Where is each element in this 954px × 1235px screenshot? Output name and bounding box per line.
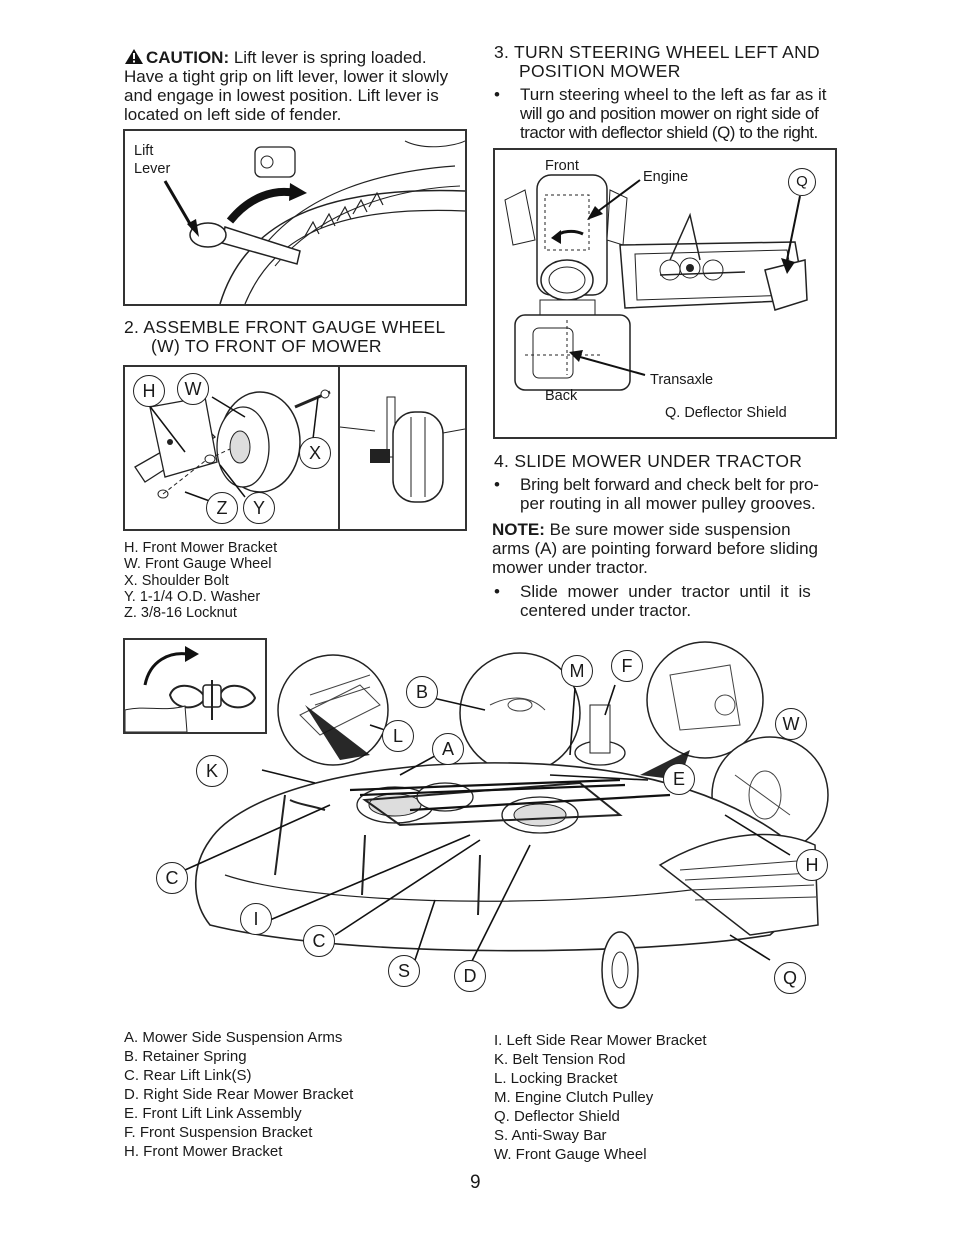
step-3-bullet-line: will go and position mower on right side…	[520, 104, 819, 123]
list-item: Z. 3/8-16 Locknut	[124, 605, 237, 622]
warning-triangle-icon	[125, 49, 143, 64]
callout-f: F	[611, 650, 643, 682]
back-label: Back	[545, 388, 578, 404]
callout-m: M	[561, 655, 593, 687]
retainer-spring-illustration	[124, 646, 257, 733]
step-2-title: 2. ASSEMBLE FRONT GAUGE WHEEL (W) TO FRO…	[124, 318, 469, 356]
callout-x: X	[299, 437, 331, 469]
callout-c: C	[156, 862, 188, 894]
callout-h: H	[796, 849, 828, 881]
step-2-title-line: 2. ASSEMBLE FRONT GAUGE WHEEL	[124, 317, 446, 337]
list-item: X. Shoulder Bolt	[124, 572, 229, 589]
step-4-bullet-line: Slide mower under tractor until it is	[520, 582, 811, 601]
caution-paragraph: CAUTION: Lift lever is spring loaded. Ha…	[124, 48, 469, 124]
step-4-title: 4. SLIDE MOWER UNDER TRACTOR	[494, 451, 803, 471]
caution-text-line: Lift lever is spring loaded.	[233, 48, 427, 67]
transaxle-label: Transaxle	[650, 372, 714, 388]
list-item: L. Locking Bracket	[494, 1070, 618, 1087]
step-4-bullet-line: per routing in all mower pulley grooves.	[520, 494, 816, 513]
step-3-title: 3. TURN STEERING WHEEL LEFT AND POSITION…	[494, 43, 839, 81]
mower-legend-right: I. Left Side Rear Mower Bracket K. Belt …	[494, 1031, 707, 1164]
callout-d: D	[454, 960, 486, 992]
bullet-dot: •	[494, 582, 500, 601]
callout-e: E	[663, 763, 695, 795]
callout-w: W	[775, 708, 807, 740]
caution-text-line: and engage in lowest position. Lift leve…	[124, 86, 439, 105]
list-item: H. Front Mower Bracket	[124, 540, 278, 556]
note-text-line: arms (A) are pointing forward before sli…	[492, 539, 818, 558]
gauge-parts-list: H. Front Mower Bracket W. Front Gauge Wh…	[124, 540, 277, 621]
step-4-bullet-line: Bring belt forward and check belt for pr…	[520, 475, 819, 494]
list-item: I. Left Side Rear Mower Bracket	[494, 1032, 707, 1049]
lift-label: Lift	[134, 143, 154, 159]
list-item: M. Engine Clutch Pulley	[494, 1089, 654, 1106]
front-label: Front	[545, 158, 579, 174]
list-item: A. Mower Side Suspension Arms	[124, 1029, 343, 1046]
gauge-wheel-figure: H W X Z Y	[123, 365, 467, 531]
list-item: E. Front Lift Link Assembly	[124, 1105, 302, 1122]
tractor-top-view-illustration	[504, 174, 808, 391]
callout-l: L	[382, 720, 414, 752]
step-4-note: NOTE: Be sure mower side suspension arms…	[492, 520, 837, 577]
note-text-line: mower under tractor.	[492, 558, 648, 577]
step-3-bullet-line: Turn steering wheel to the left as far a…	[520, 85, 827, 104]
callout-c: C	[303, 925, 335, 957]
list-item: D. Right Side Rear Mower Bracket	[124, 1086, 354, 1103]
bullet-dot: •	[494, 475, 500, 494]
retainer-spring-inset	[123, 638, 267, 734]
callout-q: Q	[788, 168, 816, 196]
list-item: W. Front Gauge Wheel	[494, 1146, 647, 1163]
callout-b: B	[406, 676, 438, 708]
note-label: NOTE:	[492, 520, 545, 539]
callout-i: I	[240, 903, 272, 935]
list-item: Q. Deflector Shield	[494, 1108, 620, 1125]
bullet-dot: •	[494, 85, 500, 104]
step-3-bullet: • Turn steering wheel to the left as far…	[494, 85, 839, 142]
lift-lever-illustration	[163, 140, 465, 304]
caution-label: CAUTION:	[146, 48, 230, 67]
list-item: F. Front Suspension Bracket	[124, 1124, 313, 1141]
list-item: B. Retainer Spring	[124, 1048, 247, 1065]
step-3-title-line: POSITION MOWER	[519, 61, 681, 81]
engine-label: Engine	[643, 169, 689, 185]
callout-h: H	[133, 375, 165, 407]
step-3-bullet-line: tractor with deflector shield (Q) to the…	[520, 123, 818, 142]
callout-y: Y	[243, 492, 275, 524]
callout-q: Q	[774, 962, 806, 994]
callout-z: Z	[206, 492, 238, 524]
step-4-bullet-1: • Bring belt forward and check belt for …	[494, 475, 839, 513]
tractor-position-figure: Front Engine Q Transaxle Back Q. Deflect…	[493, 148, 837, 439]
callout-w: W	[177, 373, 209, 405]
deflector-shield-label: Q. Deflector Shield	[665, 405, 787, 421]
callout-a: A	[432, 733, 464, 765]
page-number: 9	[470, 1172, 481, 1193]
mower-deck-assembly-illustration	[184, 641, 829, 1009]
list-item: H. Front Mower Bracket	[124, 1143, 283, 1160]
caution-text-line: Have a tight grip on lift lever, lower i…	[124, 67, 449, 86]
note-text-line: Be sure mower side suspension	[549, 520, 791, 539]
step-4-bullet-line: centered under tractor.	[520, 601, 692, 620]
step-2-title-line: (W) TO FRONT OF MOWER	[151, 336, 382, 356]
gauge-wheel-exploded-illustration	[134, 389, 465, 504]
list-item: S. Anti-Sway Bar	[494, 1127, 607, 1144]
gauge-wheel-divider	[338, 367, 340, 529]
mower-legend-left: A. Mower Side Suspension Arms B. Retaine…	[124, 1028, 353, 1161]
step-3-title-line: 3. TURN STEERING WHEEL LEFT AND	[494, 42, 820, 62]
list-item: Y. 1-1/4 O.D. Washer	[124, 588, 261, 605]
callout-s: S	[388, 955, 420, 987]
list-item: K. Belt Tension Rod	[494, 1051, 626, 1068]
lever-label: Lever	[134, 161, 171, 177]
caution-text-line: located on left side of fender.	[124, 105, 342, 124]
lift-lever-figure: Lift Lever	[123, 129, 467, 306]
callout-k: K	[196, 755, 228, 787]
list-item: W. Front Gauge Wheel	[124, 556, 272, 573]
list-item: C. Rear Lift Link(S)	[124, 1067, 252, 1084]
step-4-bullet-2: • Slide mower under tractor until it is …	[494, 582, 839, 620]
